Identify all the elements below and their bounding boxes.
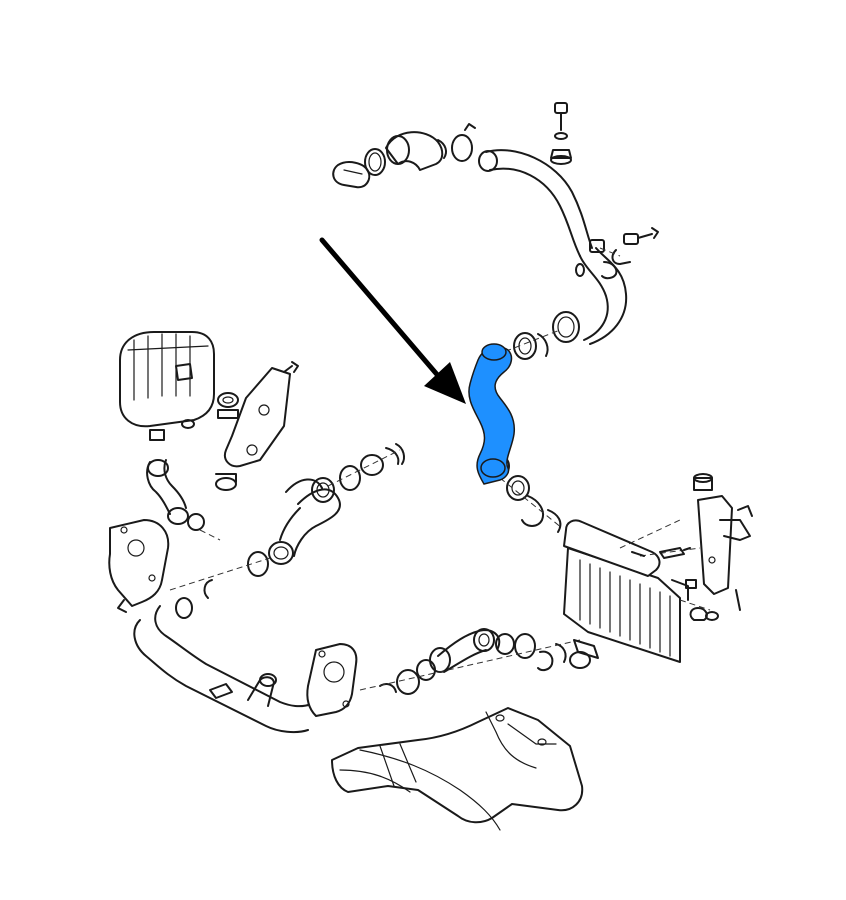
highlighted-hose [468,343,516,485]
upper-intake-pipe [332,102,659,345]
lower-middle-hose [359,628,581,695]
air-duct [331,707,584,831]
exhaust-manifold-pipe [108,519,313,734]
right-bracket [631,473,753,621]
intercooler [563,519,711,669]
lower-flange [306,643,358,717]
lower-hose-assembly [146,443,405,599]
pointer-arrow [319,237,466,404]
coolant-expansion-tank [119,331,239,491]
mounting-bracket [224,361,299,468]
